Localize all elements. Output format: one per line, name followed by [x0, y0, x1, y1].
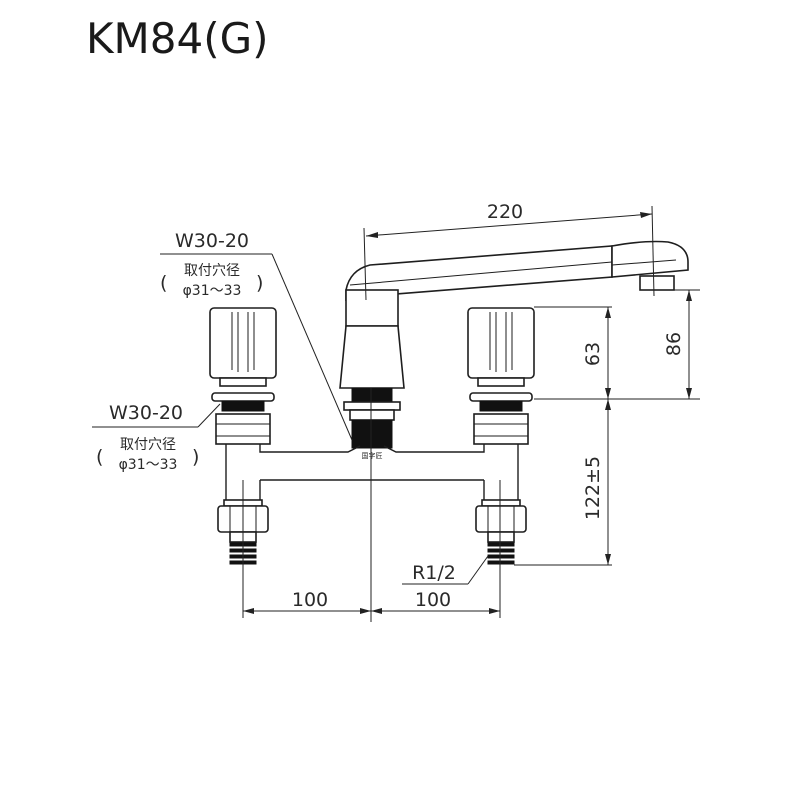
dim-220-label: 220 — [487, 201, 523, 223]
callout-pipe-thread: R1/2 — [402, 555, 489, 585]
right-handle — [467, 307, 535, 445]
dim-body-height: 122±5 — [514, 399, 612, 566]
dim-handle-height: 63 — [534, 306, 700, 400]
callout-top-thread: W30-20 — [175, 230, 249, 252]
callout-top-paren-close: ) — [256, 272, 263, 294]
callout-mid-left: W30-20 ( 取付穴径 φ31～33 ) — [92, 402, 221, 473]
callout-top-left: W30-20 ( 取付穴径 φ31～33 ) — [160, 230, 353, 441]
callout-top-paren-open: ( — [160, 272, 167, 294]
right-supply-fitting — [475, 499, 527, 565]
callout-top-note-1: 取付穴径 — [184, 263, 240, 279]
dim-63-label: 63 — [582, 342, 604, 366]
model-title: KM84(G) — [86, 14, 269, 63]
callout-mid-paren-open: ( — [96, 446, 103, 468]
callout-mid-note-1: 取付穴径 — [120, 437, 176, 453]
dim-86-label: 86 — [663, 332, 685, 356]
body-mark: 国字匠 — [362, 451, 383, 460]
cross-pipe — [225, 444, 519, 500]
left-handle — [209, 307, 277, 445]
dim-right-100-label: 100 — [415, 589, 451, 611]
callout-mid-thread: W30-20 — [109, 402, 183, 424]
dim-spout-reach: 220 — [363, 201, 655, 301]
callout-mid-paren-close: ) — [192, 446, 199, 468]
dim-spout-height: 86 — [663, 290, 692, 399]
callout-mid-note-2: φ31～33 — [119, 457, 178, 473]
callout-top-note-2: φ31～33 — [183, 283, 242, 299]
center-body: 国字匠 — [339, 289, 405, 460]
dim-left-100-label: 100 — [292, 589, 328, 611]
spout — [345, 240, 700, 301]
pipe-thread-label: R1/2 — [412, 562, 456, 584]
dim-122-label: 122±5 — [582, 456, 604, 520]
dim-spacing: 100 100 — [243, 589, 500, 614]
